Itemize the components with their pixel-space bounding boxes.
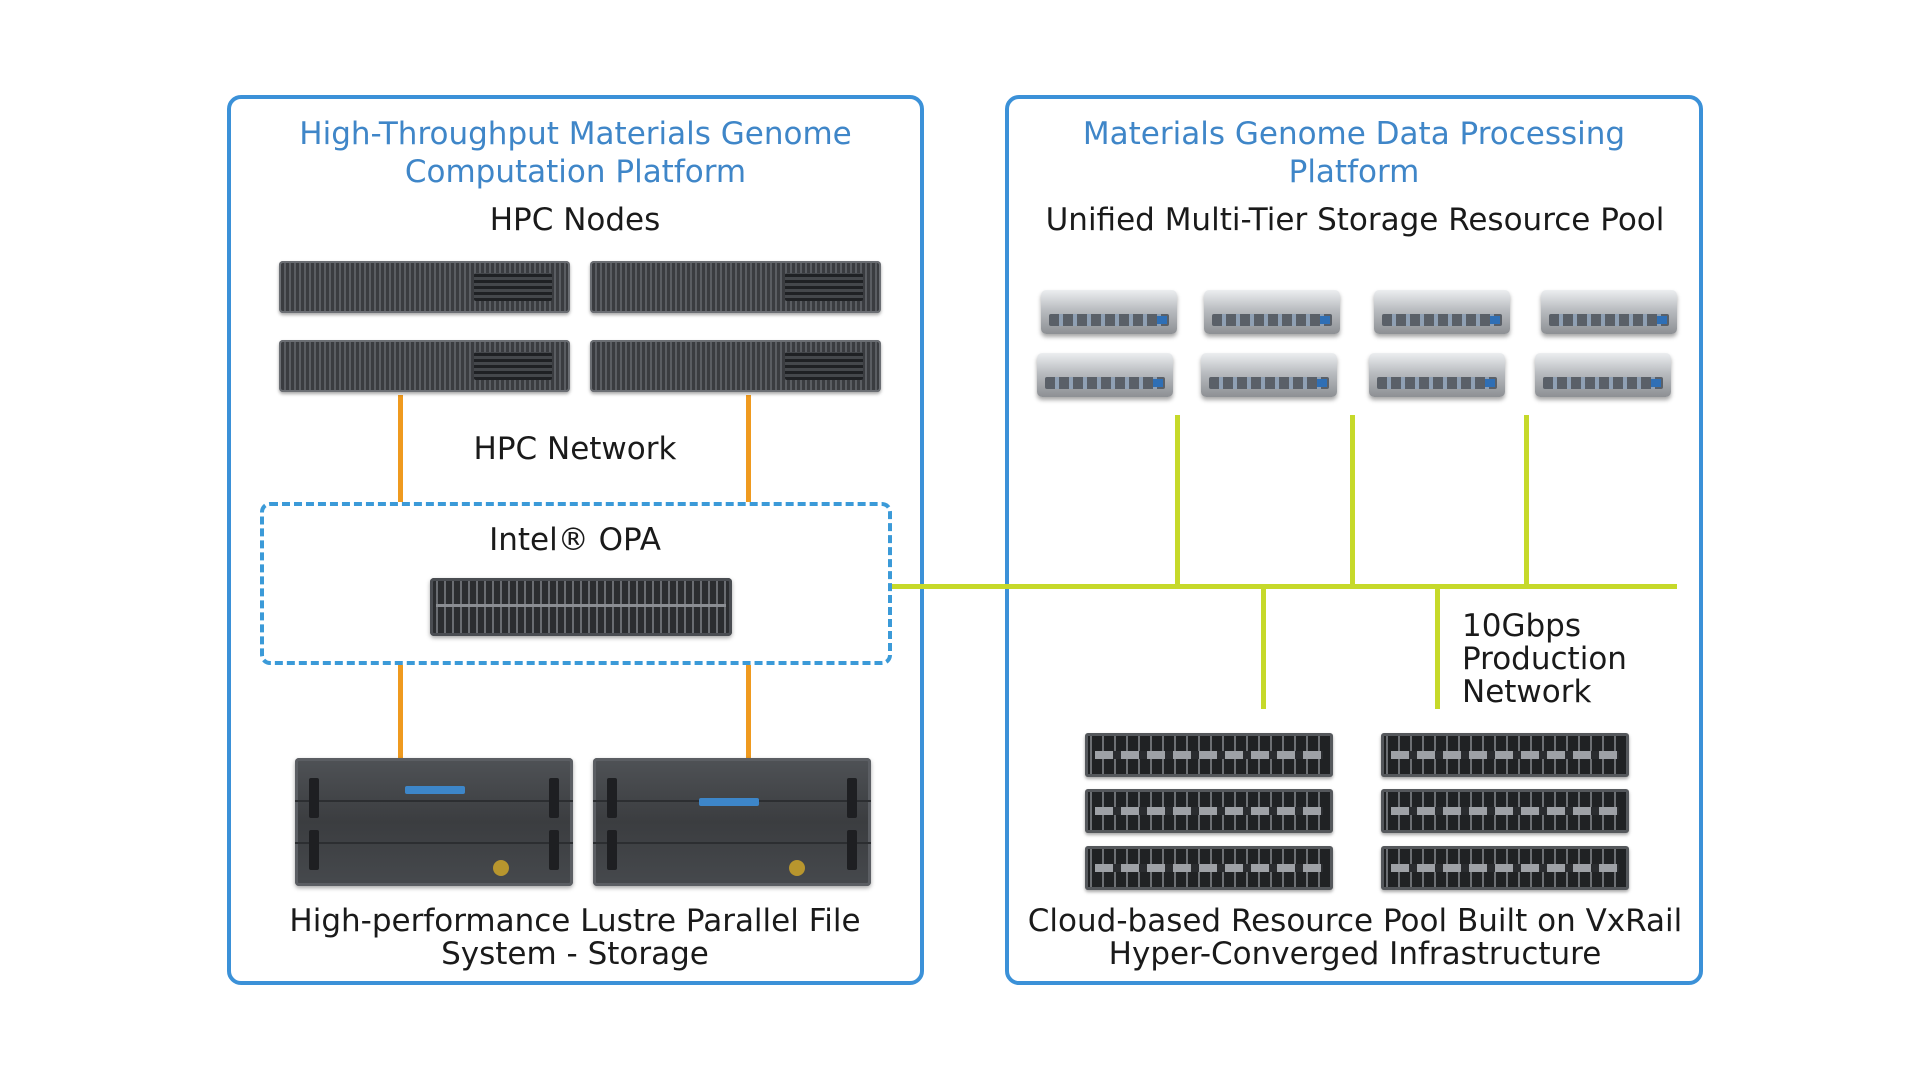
hpc-link-right-bottom <box>746 665 751 761</box>
production-network-label-line1: 10Gbps <box>1462 608 1581 644</box>
hpc-node-icon <box>590 261 881 313</box>
production-network-label-line3: Network <box>1462 674 1592 710</box>
opa-switch-icon <box>430 578 732 636</box>
storage-pool-server-icon <box>1541 290 1677 334</box>
vxrail-label-line2: Hyper-Converged Infrastructure <box>1108 936 1602 972</box>
vxrail-node-icon <box>1381 733 1629 777</box>
vxrail-label-line1: Cloud-based Resource Pool Built on VxRai… <box>1027 903 1683 939</box>
lustre-storage-array-icon <box>593 758 871 886</box>
data-processing-platform-title-line1: Materials Genome Data Processing <box>1082 116 1626 152</box>
hpc-node-icon <box>590 340 881 392</box>
production-network-bus <box>892 584 1677 589</box>
production-network-label-line2: Production <box>1462 641 1627 677</box>
vxrail-node-icon <box>1381 846 1629 890</box>
storage-pool-server-icon <box>1374 290 1510 334</box>
storage-pool-server-icon <box>1204 290 1340 334</box>
production-link-storage-2 <box>1350 415 1355 587</box>
vxrail-node-icon <box>1085 846 1333 890</box>
lustre-storage-label-line2: System - Storage <box>441 936 709 972</box>
hpc-node-icon <box>279 340 570 392</box>
hpc-node-icon <box>279 261 570 313</box>
vxrail-node-icon <box>1381 789 1629 833</box>
production-link-storage-3 <box>1524 415 1529 587</box>
computation-platform-title-line1: High-Throughput Materials Genome <box>299 116 852 152</box>
production-link-vxrail-1 <box>1261 587 1266 709</box>
computation-platform-title-line2: Computation Platform <box>404 154 747 190</box>
production-link-storage-1 <box>1175 415 1180 587</box>
storage-pool-server-icon <box>1535 353 1671 397</box>
hpc-link-right-top <box>746 395 751 502</box>
storage-pool-label: Unified Multi-Tier Storage Resource Pool <box>1045 202 1665 238</box>
hpc-nodes-label: HPC Nodes <box>489 202 661 238</box>
storage-pool-server-icon <box>1041 290 1177 334</box>
opa-label: Intel® OPA <box>489 522 661 558</box>
storage-pool-server-icon <box>1201 353 1337 397</box>
lustre-storage-label-line1: High-performance Lustre Parallel File <box>289 903 861 939</box>
hpc-link-left-top <box>398 395 403 502</box>
data-processing-platform-title-line2: Platform <box>1288 154 1420 190</box>
production-link-vxrail-2 <box>1435 587 1440 709</box>
hpc-network-label: HPC Network <box>473 431 677 467</box>
storage-pool-server-icon <box>1037 353 1173 397</box>
storage-pool-server-icon <box>1369 353 1505 397</box>
vxrail-node-icon <box>1085 733 1333 777</box>
intel-opa-group <box>260 502 892 665</box>
vxrail-node-icon <box>1085 789 1333 833</box>
hpc-link-left-bottom <box>398 665 403 761</box>
lustre-storage-array-icon <box>295 758 573 886</box>
